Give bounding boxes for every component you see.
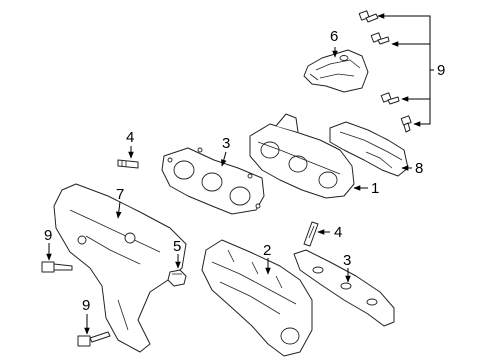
part-4-stud-lower	[303, 221, 319, 247]
part-1-exhaust-manifold	[249, 113, 355, 199]
callout-9-bottom: 9	[82, 297, 90, 314]
part-8-heat-shield	[329, 121, 409, 177]
part-2-exhaust-manifold	[201, 239, 313, 357]
bolt-9-b	[370, 32, 390, 45]
part-6-heat-shield	[303, 49, 369, 93]
callout-8: 8	[415, 160, 423, 177]
bolt-9-a	[358, 10, 379, 23]
callout-9-group: 9	[437, 62, 445, 79]
callout-4-upper: 4	[126, 129, 134, 146]
callout-3-lower: 3	[343, 252, 351, 269]
callout-7: 7	[116, 186, 124, 203]
callout-4-lower: 4	[334, 224, 342, 241]
callout-3-upper: 3	[222, 135, 230, 152]
bolt-9-c	[380, 92, 400, 105]
leader-3-upper	[221, 151, 227, 167]
bolt-9-d	[400, 115, 412, 133]
part-3-gasket-upper	[161, 147, 265, 215]
callout-5: 5	[173, 238, 181, 255]
part-3-gasket-lower	[293, 249, 395, 327]
leader-7	[116, 201, 122, 219]
bolt-9-left	[41, 261, 73, 273]
part-5-nut	[167, 269, 187, 287]
callout-9-left: 9	[44, 227, 52, 244]
part-7-heat-shield	[53, 183, 187, 353]
part-4-stud-upper	[117, 159, 139, 169]
bolt-9-bottom	[77, 331, 111, 347]
leader-9-group-bracket	[384, 15, 431, 125]
callout-6: 6	[330, 28, 338, 45]
callout-2: 2	[263, 242, 271, 259]
callout-1: 1	[371, 180, 379, 197]
